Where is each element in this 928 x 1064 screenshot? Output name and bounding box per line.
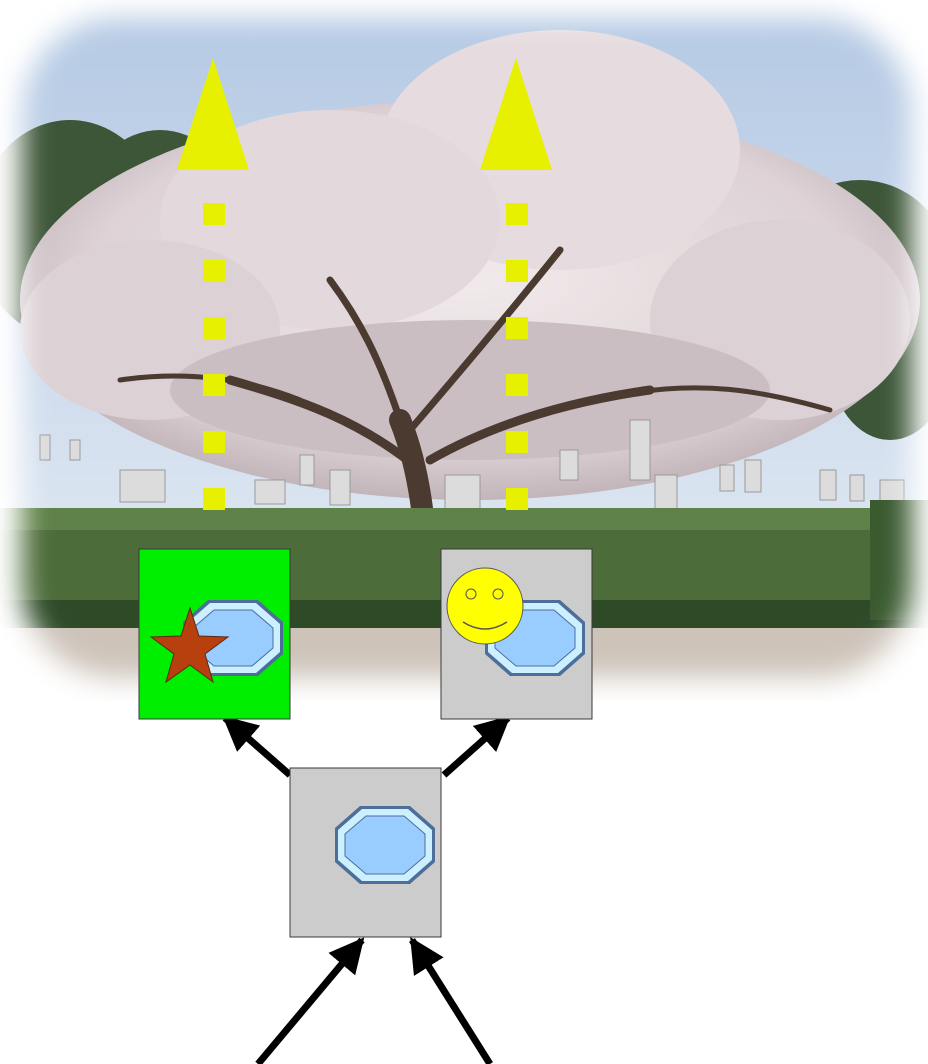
green-box: [138, 548, 291, 720]
up-arrow-triangle-icon: [177, 58, 249, 170]
star-icon: [149, 606, 230, 684]
arrow-from-bottom-left: [255, 937, 365, 1064]
up-arrow-triangle-icon: [480, 58, 552, 170]
smiley-box: [440, 548, 593, 720]
yellow-dotted-arrow-left: [177, 58, 249, 510]
arrow-to-smiley-box: [441, 715, 511, 778]
background-photo: [0, 0, 928, 700]
arrow-from-bottom-right: [409, 937, 493, 1064]
blossom-tree-canopy: [20, 30, 920, 500]
smiley-face-icon: [446, 567, 524, 645]
octagon-icon: [335, 806, 435, 884]
center-box: [289, 767, 442, 938]
octagon-icon: [183, 600, 283, 676]
yellow-dotted-arrow-right: [480, 58, 552, 510]
arrow-to-green-box: [222, 715, 293, 778]
black-arrows: [222, 715, 511, 1064]
